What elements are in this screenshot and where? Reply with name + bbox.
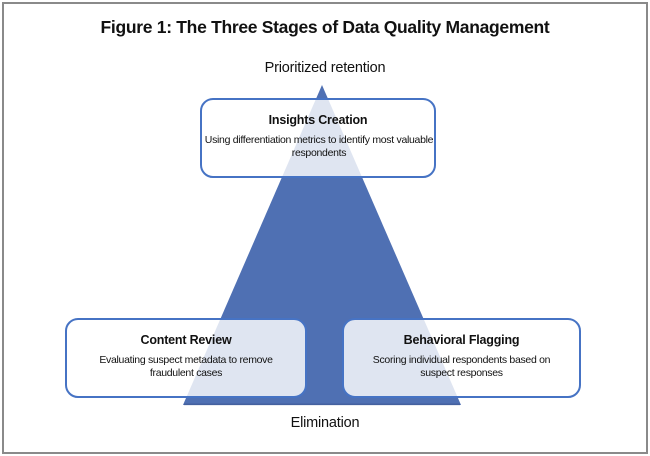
stage-description: Using differentiation metrics to identif… xyxy=(204,134,434,159)
stage-box-content-review: Content Review Evaluating suspect metada… xyxy=(65,318,307,398)
figure-title: Figure 1: The Three Stages of Data Quali… xyxy=(100,17,550,37)
top-stage-label: Prioritized retention xyxy=(264,60,386,76)
stage-description: Evaluating suspect metadata to remove fr… xyxy=(99,354,273,379)
stage-box-behavioral-flagging: Behavioral Flagging Scoring individual r… xyxy=(342,318,581,398)
stage-title: Content Review xyxy=(140,333,232,347)
bottom-stage-label: Elimination xyxy=(290,415,360,431)
stage-description: Scoring individual respondents based on … xyxy=(372,354,551,379)
stage-title: Behavioral Flagging xyxy=(403,333,520,347)
stage-box-insights-creation: Insights Creation Using differentiation … xyxy=(200,98,436,178)
stage-title: Insights Creation xyxy=(268,113,368,127)
